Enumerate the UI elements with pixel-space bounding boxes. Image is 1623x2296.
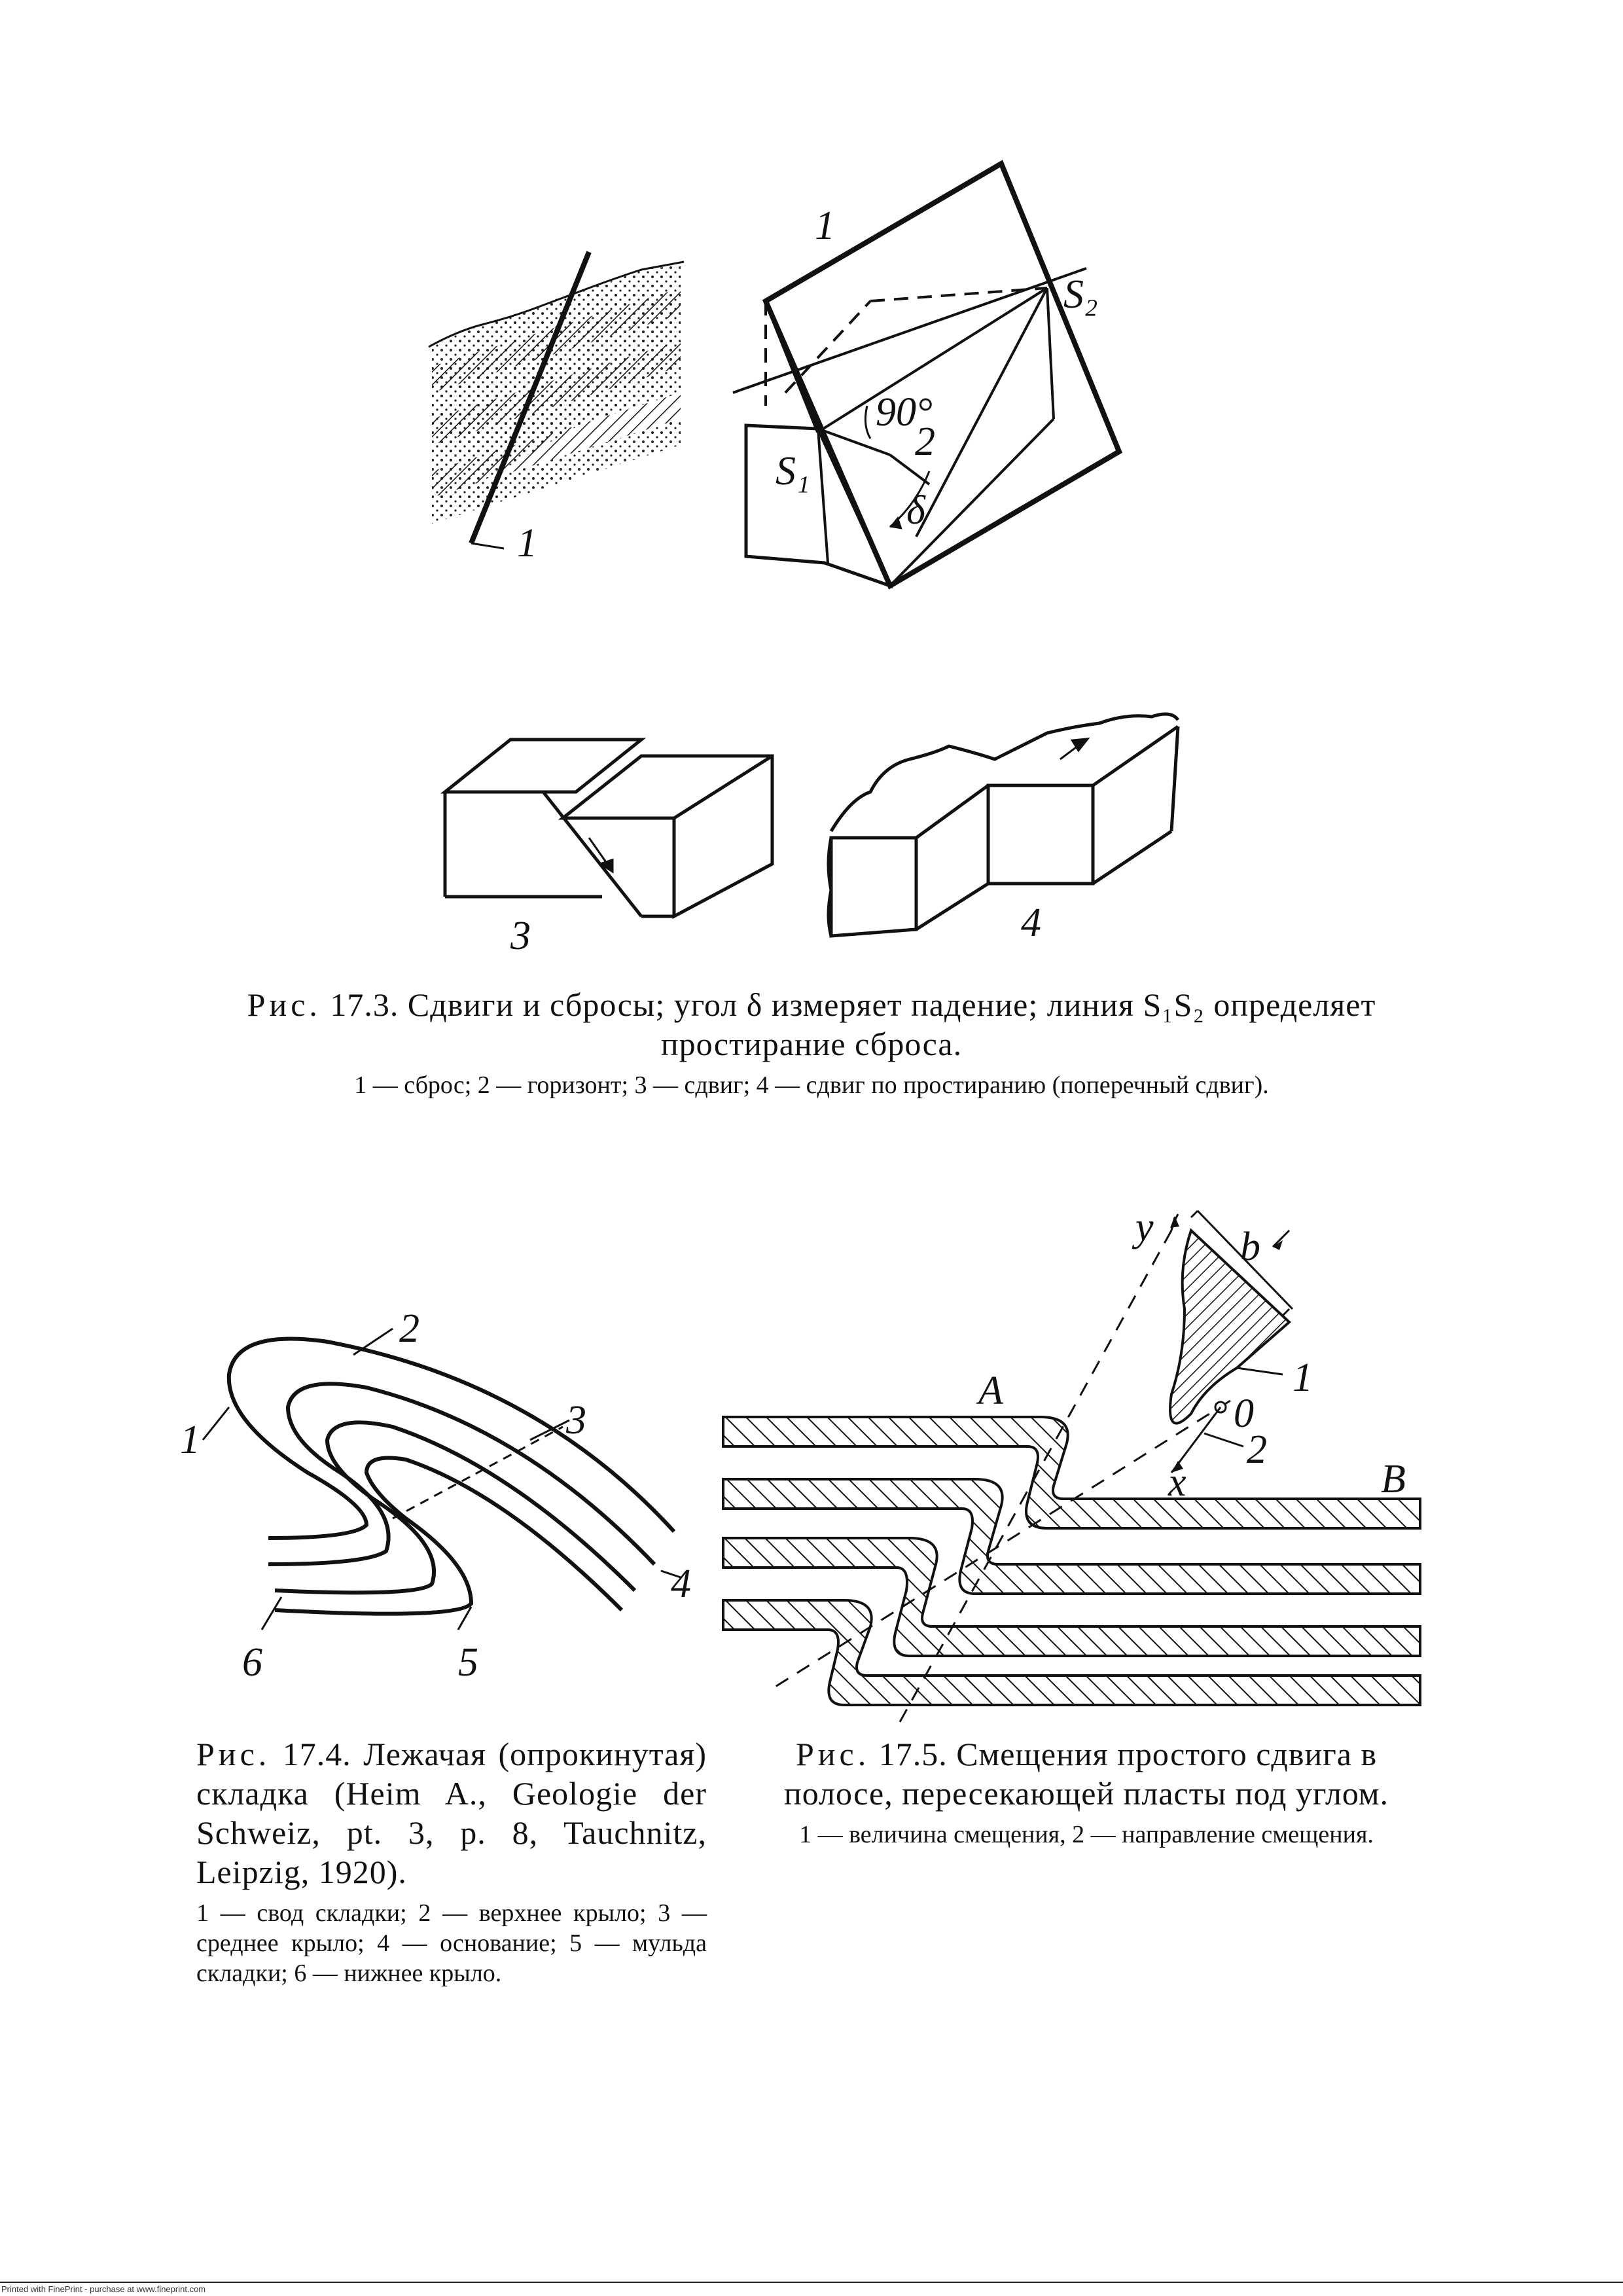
origin-label: 0 xyxy=(1234,1391,1254,1436)
recumbent-fold-diagram xyxy=(226,1336,676,1616)
axis-y-label: y xyxy=(1132,1205,1154,1249)
shear-strata-diagram xyxy=(722,1416,1421,1706)
delta-label: δ xyxy=(906,488,926,533)
axis-x-label: x xyxy=(1168,1460,1186,1505)
strike-slip-block xyxy=(827,712,1180,938)
figure-17-4-title: Рис. 17.4. Лежачая (опрокинутая) складка… xyxy=(196,1734,707,1892)
dip-slip-block xyxy=(440,738,774,920)
horizon-label: 2 xyxy=(915,420,935,464)
figure-17-5-prefix: Рис. xyxy=(795,1736,870,1772)
angle-label: 90° xyxy=(876,390,933,435)
footer-rule xyxy=(0,2282,1623,2283)
footer-text: Printed with FinePrint - purchase at www… xyxy=(1,2284,206,2294)
s2-label: S₂ xyxy=(1063,272,1098,317)
fold-label-5: 5 xyxy=(458,1640,478,1685)
displacement-label-1: 1 xyxy=(1293,1355,1313,1400)
fold-label-6: 6 xyxy=(242,1640,262,1685)
block-top-label: 1 xyxy=(815,204,835,248)
figure-17-4-text: 17.4. Лежачая (опрокинутая) складка (Hei… xyxy=(196,1736,707,1890)
figure-17-3-caption: Рис. 17.3. Сдвиги и сбросы; угол δ измер… xyxy=(170,985,1453,1100)
figure-17-4-caption: Рис. 17.4. Лежачая (опрокинутая) складка… xyxy=(196,1734,707,1988)
strike-slip-label: 4 xyxy=(1021,901,1041,945)
fold-leaders xyxy=(202,1327,681,1630)
figure-17-5-text: 17.5. Смещения простого сдвига в полосе,… xyxy=(783,1736,1389,1812)
fold-axis xyxy=(392,1426,563,1520)
fold-label-4: 4 xyxy=(671,1562,691,1606)
figure-17-5-legend: 1 — величина смещения, 2 — направление с… xyxy=(799,1821,1374,1848)
figure-17-3-title: Рис. 17.3. Сдвиги и сбросы; угол δ измер… xyxy=(170,985,1453,1064)
fold-label-2: 2 xyxy=(399,1306,419,1351)
fold-label-3: 3 xyxy=(565,1398,586,1443)
figure-17-3-prefix: Рис. xyxy=(247,986,321,1023)
figure-17-4-prefix: Рис. xyxy=(196,1736,271,1772)
width-b-label: b xyxy=(1240,1225,1260,1269)
figure-17-5-caption: Рис. 17.5. Смещения простого сдвига в по… xyxy=(753,1734,1420,1850)
sdvig-label: 3 xyxy=(510,914,531,958)
point-b-label: B xyxy=(1381,1457,1406,1501)
fold-label-1: 1 xyxy=(180,1418,200,1462)
fault-block-diagram xyxy=(732,160,1123,590)
figure-17-4-legend: 1 — свод складки; 2 — верхнее крыло; 3 —… xyxy=(196,1899,707,1987)
direction-label-2: 2 xyxy=(1247,1427,1267,1472)
point-a-label: A xyxy=(976,1369,1004,1413)
figure-17-5-title: Рис. 17.5. Смещения простого сдвига в по… xyxy=(753,1734,1420,1813)
strata-fault-diagram: 1 xyxy=(428,251,685,565)
figure-17-3-legend: 1 — сброс; 2 — горизонт; 3 — сдвиг; 4 — … xyxy=(354,1071,1269,1099)
s1-label: S₁ xyxy=(776,449,810,493)
sbros-label: 1 xyxy=(517,521,537,565)
displacement-profile xyxy=(1169,1210,1294,1473)
figure-17-3-text: 17.3. Сдвиги и сбросы; угол δ измеряет п… xyxy=(330,986,1376,1062)
